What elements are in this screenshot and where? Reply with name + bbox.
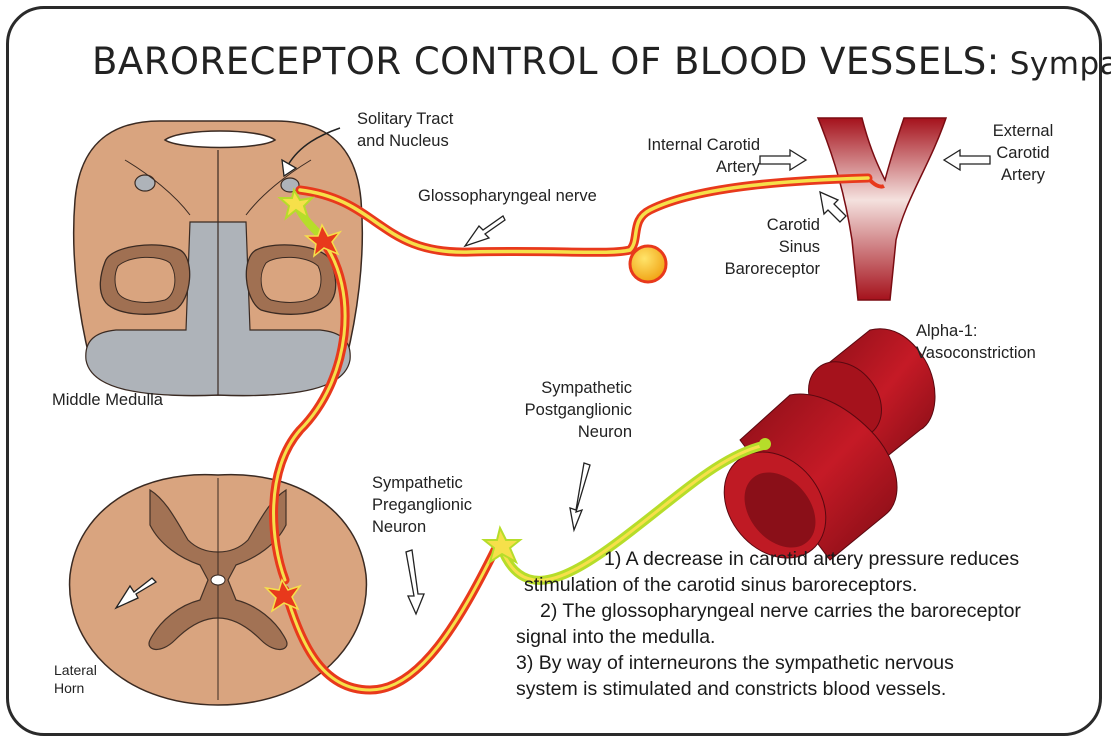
alpha1-label: Alpha-1: Vasoconstriction [916, 320, 1036, 364]
external-carotid-line2: Carotid [990, 142, 1056, 164]
postganglionic-line3: Neuron [520, 421, 632, 443]
external-carotid-line1: External [990, 120, 1056, 142]
postganglionic-label: Sympathetic Postganglionic Neuron [520, 377, 632, 443]
step-1-line1: 1) A decrease in carotid artery pressure… [516, 546, 1021, 572]
lateral-horn-line2: Horn [54, 679, 97, 697]
glossopharyngeal-label: Glossopharyngeal nerve [418, 185, 597, 207]
carotid-sinus-line3: Baroreceptor [710, 258, 820, 280]
step-1-line2: stimulation of the carotid sinus barorec… [516, 572, 1021, 598]
alpha1-line2: Vasoconstriction [916, 342, 1036, 364]
internal-carotid-line1: Internal Carotid [612, 134, 760, 156]
solitary-tract-line2: and Nucleus [357, 130, 453, 152]
step-3-line1: 3) By way of interneurons the sympatheti… [516, 650, 1021, 676]
diagram-title: BARORECEPTOR CONTROL OF BLOOD VESSELS: Sy… [92, 40, 1111, 83]
step-2-line1: 2) The glossopharyngeal nerve carries th… [516, 598, 1021, 624]
step-2-line2: signal into the medulla. [516, 624, 1021, 650]
preganglionic-line1: Sympathetic [372, 472, 472, 494]
carotid-sinus-line2: Sinus [710, 236, 820, 258]
external-carotid-label: External Carotid Artery [990, 120, 1056, 186]
internal-carotid-line2: Artery [612, 156, 760, 178]
step-3-line2: system is stimulated and constricts bloo… [516, 676, 1021, 702]
internal-carotid-label: Internal Carotid Artery [612, 134, 760, 178]
external-carotid-line3: Artery [990, 164, 1056, 186]
preganglionic-label: Sympathetic Preganglionic Neuron [372, 472, 472, 538]
postganglionic-line1: Sympathetic [520, 377, 632, 399]
solitary-tract-line1: Solitary Tract [357, 108, 453, 130]
postganglionic-line2: Postganglionic [520, 399, 632, 421]
title-sub: Sympathetic [1010, 46, 1111, 82]
preganglionic-line2: Preganglionic [372, 494, 472, 516]
carotid-sinus-label: Carotid Sinus Baroreceptor [710, 214, 820, 280]
preganglionic-line3: Neuron [372, 516, 472, 538]
lateral-horn-label: Lateral Horn [54, 661, 97, 697]
carotid-sinus-line1: Carotid [710, 214, 820, 236]
solitary-tract-label: Solitary Tract and Nucleus [357, 108, 453, 152]
middle-medulla-label: Middle Medulla [52, 389, 163, 411]
title-main: BARORECEPTOR CONTROL OF BLOOD VESSELS: [92, 40, 1000, 83]
medulla-section [74, 121, 363, 396]
lateral-horn-line1: Lateral [54, 661, 97, 679]
alpha1-line1: Alpha-1: [916, 320, 1036, 342]
steps-text: 1) A decrease in carotid artery pressure… [516, 546, 1021, 702]
